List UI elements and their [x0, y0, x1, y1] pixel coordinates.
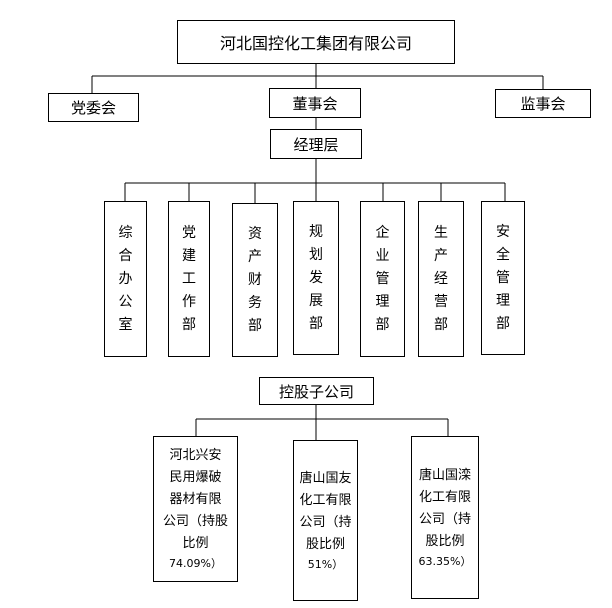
department-label: 资产财务部: [248, 225, 262, 334]
subsidiaries-header-box: 控股子公司: [259, 377, 374, 405]
subsidiary-name-line: 唐山国滦: [418, 467, 471, 483]
subsidiary-name-line: 股比例: [425, 533, 465, 549]
party-committee-label: 党委会: [70, 99, 116, 117]
department-box: 综合办公室: [104, 201, 147, 357]
subsidiary-name-line: 公司（持: [418, 511, 471, 527]
department-box: 资产财务部: [232, 203, 278, 357]
subsidiary-name-line: 唐山国友: [299, 470, 352, 486]
board-of-directors-box: 董事会: [269, 88, 361, 118]
supervisory-board-label: 监事会: [520, 95, 566, 113]
subsidiary-share: 51%）: [307, 557, 344, 571]
subsidiary-share: 63.35%）: [418, 554, 472, 568]
subsidiary-name-line: 比例: [182, 536, 209, 551]
management-box: 经理层: [270, 129, 362, 159]
supervisory-board-box: 监事会: [495, 89, 591, 118]
root-company-box: 河北国控化工集团有限公司: [177, 20, 455, 64]
subsidiary-name-line: 化工有限: [418, 489, 471, 505]
department-box: 安全管理部: [481, 201, 525, 355]
management-label: 经理层: [293, 135, 339, 154]
department-label: 安全管理部: [496, 223, 510, 332]
department-label: 企业管理部: [375, 224, 390, 333]
subsidiary-box: 唐山国滦 化工有限 公司（持 股比例 63.35%）: [411, 436, 479, 599]
department-box: 生产经营部: [418, 201, 464, 357]
subsidiaries-header-label: 控股子公司: [278, 382, 354, 401]
subsidiary-share: 74.09%）: [169, 557, 222, 570]
board-of-directors-label: 董事会: [292, 94, 338, 113]
department-box: 企业管理部: [360, 201, 405, 357]
subsidiary-box: 河北兴安 民用爆破 器材有限 公司（持股 比例 74.09%）: [153, 436, 238, 582]
subsidiary-name-line: 民用爆破: [169, 470, 222, 485]
department-label: 规划发展部: [309, 223, 323, 332]
department-label: 生产经营部: [434, 224, 448, 333]
subsidiary-name-line: 河北兴安: [169, 448, 222, 463]
department-label: 综合办公室: [118, 224, 133, 333]
subsidiary-name-line: 化工有限: [299, 492, 352, 508]
subsidiary-name-line: 公司（持股: [162, 514, 228, 529]
subsidiary-name-line: 股比例: [305, 536, 345, 552]
department-box: 党建工作部: [168, 201, 210, 357]
party-committee-box: 党委会: [48, 93, 139, 122]
department-label: 党建工作部: [182, 224, 196, 333]
department-box: 规划发展部: [293, 201, 339, 355]
subsidiary-name-line: 器材有限: [169, 492, 222, 507]
subsidiary-box: 唐山国友 化工有限 公司（持 股比例 51%）: [293, 440, 358, 601]
root-company-label: 河北国控化工集团有限公司: [219, 34, 412, 53]
subsidiary-name-line: 公司（持: [299, 514, 352, 530]
